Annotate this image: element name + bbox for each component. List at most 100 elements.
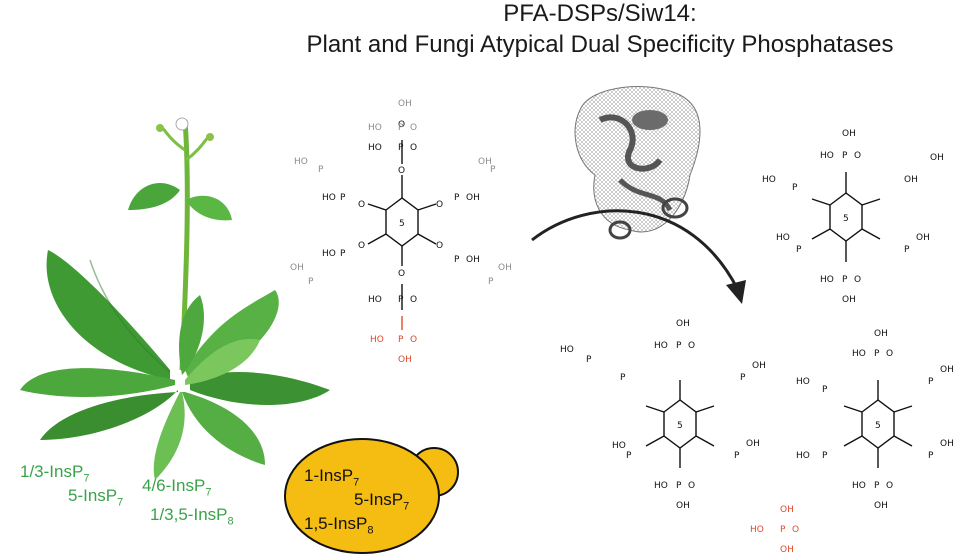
svg-text:O: O (410, 295, 417, 305)
svg-text:OH: OH (398, 99, 412, 109)
svg-text:HO: HO (852, 481, 866, 491)
svg-text:OH: OH (940, 365, 954, 375)
svg-text:P: P (842, 275, 848, 285)
insp6-labels-mid: 5 OH HO P O HO P P P OH HO P P OH P HO O… (560, 319, 766, 511)
svg-text:HO: HO (750, 525, 764, 535)
svg-text:P: P (626, 451, 632, 461)
svg-text:O: O (886, 349, 893, 359)
svg-text:O: O (358, 241, 365, 251)
yeast-label-2: 5-InsP7 (354, 490, 410, 513)
title-line-1: PFA-DSPs/Siw14: (503, 0, 697, 27)
plant-label-2: 5-InsP7 (68, 486, 124, 509)
insp6-structure-top (811, 172, 881, 262)
svg-text:OH: OH (904, 175, 918, 185)
svg-text:HO: HO (368, 123, 382, 133)
free-phosphate: OH HO P O OH (750, 505, 799, 555)
insp8-released-phosphate: HO P O OH (370, 335, 417, 365)
svg-text:HO: HO (294, 157, 308, 167)
svg-text:O: O (854, 151, 861, 161)
svg-text:P: P (822, 451, 828, 461)
svg-text:HO: HO (820, 151, 834, 161)
svg-text:O: O (792, 525, 799, 535)
svg-text:P: P (740, 373, 746, 383)
svg-text:5: 5 (677, 421, 683, 431)
svg-text:P: P (488, 277, 494, 287)
svg-text:P: P (734, 451, 740, 461)
svg-text:HO: HO (322, 193, 336, 203)
svg-text:O: O (436, 200, 443, 210)
svg-text:P: P (490, 165, 496, 175)
yeast-label-3: 1,5-InsP8 (304, 514, 374, 537)
svg-text:OH: OH (874, 329, 888, 339)
insp8-structure (367, 140, 437, 330)
svg-text:HO: HO (368, 143, 382, 153)
yeast-cell (284, 438, 459, 554)
svg-text:P: P (928, 451, 934, 461)
svg-text:P: P (780, 525, 786, 535)
svg-text:OH: OH (478, 157, 492, 167)
plant-label-1: 1/3-InsP7 (20, 462, 90, 485)
svg-text:O: O (398, 269, 405, 279)
svg-text:O: O (436, 241, 443, 251)
svg-text:HO: HO (560, 345, 574, 355)
svg-text:P: P (842, 151, 848, 161)
svg-text:OH: OH (466, 193, 480, 203)
svg-text:HO: HO (612, 441, 626, 451)
svg-text:OH: OH (290, 263, 304, 273)
insp6-labels-top: 5 OH HO P O HO P OH OH HO P P OH P HO O … (762, 129, 944, 305)
svg-text:O: O (410, 335, 417, 345)
svg-text:O: O (410, 123, 417, 133)
svg-text:P: P (586, 355, 592, 365)
svg-text:OH: OH (398, 355, 412, 365)
svg-text:O: O (688, 481, 695, 491)
svg-text:P: P (454, 255, 460, 265)
svg-text:OH: OH (780, 545, 794, 555)
svg-text:HO: HO (654, 341, 668, 351)
reaction-arrow (531, 209, 746, 304)
svg-text:HO: HO (796, 451, 810, 461)
plant-illustration (20, 117, 330, 480)
svg-text:HO: HO (368, 295, 382, 305)
svg-text:P: P (398, 143, 404, 153)
plant-label-4: 1/3,5-InsP8 (150, 505, 234, 528)
svg-text:5: 5 (875, 421, 881, 431)
protein-structure (574, 86, 701, 240)
svg-text:P: P (308, 277, 314, 287)
svg-text:O: O (358, 200, 365, 210)
svg-text:5: 5 (399, 219, 405, 229)
svg-text:P: P (676, 341, 682, 351)
svg-text:OH: OH (874, 501, 888, 511)
svg-text:P: P (904, 245, 910, 255)
svg-text:HO: HO (322, 249, 336, 259)
svg-text:OH: OH (676, 319, 690, 329)
svg-text:HO: HO (654, 481, 668, 491)
svg-text:OH: OH (930, 153, 944, 163)
svg-text:OH: OH (780, 505, 794, 515)
title-line-2: Plant and Fungi Atypical Dual Specificit… (306, 31, 894, 58)
svg-text:O: O (854, 275, 861, 285)
svg-text:HO: HO (852, 349, 866, 359)
svg-text:P: P (676, 481, 682, 491)
svg-text:P: P (398, 123, 404, 133)
svg-text:O: O (410, 143, 417, 153)
svg-text:P: P (398, 295, 404, 305)
plant-label-3: 4/6-InsP7 (142, 476, 212, 499)
svg-text:OH: OH (466, 255, 480, 265)
svg-text:OH: OH (842, 129, 856, 139)
svg-text:O: O (886, 481, 893, 491)
svg-text:P: P (340, 193, 346, 203)
svg-text:P: P (928, 377, 934, 387)
svg-text:P: P (454, 193, 460, 203)
yeast-label-1: 1-InsP7 (304, 466, 360, 489)
svg-text:P: P (874, 349, 880, 359)
svg-text:O: O (398, 120, 405, 130)
svg-text:HO: HO (820, 275, 834, 285)
svg-text:P: P (398, 335, 404, 345)
svg-text:P: P (340, 249, 346, 259)
svg-text:P: P (822, 385, 828, 395)
svg-text:5: 5 (843, 214, 849, 224)
insp6-labels-right: 5 OH HO P O HO P P OH HO P P OH P HO O O… (796, 329, 954, 511)
svg-text:OH: OH (676, 501, 690, 511)
svg-text:P: P (796, 245, 802, 255)
svg-text:P: P (792, 183, 798, 193)
